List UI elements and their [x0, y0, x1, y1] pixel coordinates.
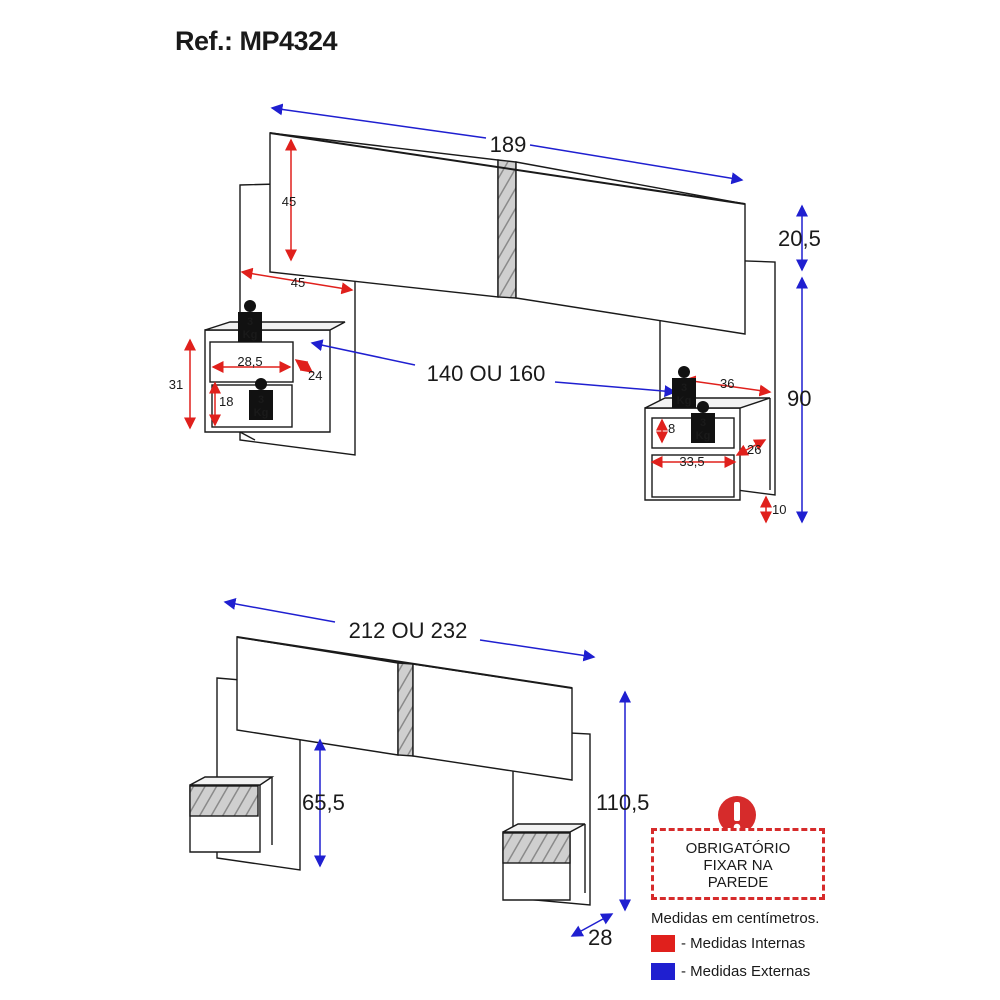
mirror-strip	[497, 159, 517, 299]
legend-label-internal: - Medidas Internas	[681, 935, 806, 952]
units-note: Medidas em centímetros.	[651, 910, 820, 927]
reference-title: Ref.: MP4324	[175, 26, 338, 56]
dim-left-drawer-depth: 24	[308, 368, 322, 383]
dim-right-drawer-height: 8	[668, 421, 675, 436]
legend-swatch-internal	[651, 935, 675, 952]
weight-tag-right-drawer: 3 Kg	[691, 401, 715, 443]
weight-tag-right-top: 3 Kg	[672, 366, 696, 408]
bottom-right-panel	[412, 663, 573, 781]
warning-line-1: OBRIGATÓRIO	[685, 840, 791, 857]
legend-external: - Medidas Externas	[651, 963, 810, 980]
dim-right-inner-width: 33,5	[679, 454, 704, 469]
wall-mount-warning: OBRIGATÓRIO FIXAR NA PAREDE	[651, 828, 825, 900]
svg-text:Kg: Kg	[677, 395, 692, 407]
right-headboard-panel	[515, 161, 746, 335]
dim-right-width: 36	[720, 376, 734, 391]
dim-left-drawer-width: 28,5	[237, 354, 262, 369]
bottom-left-nightstand	[189, 776, 275, 853]
dim-panel-height: 45	[282, 194, 296, 209]
dim-width-total: 189	[490, 132, 527, 157]
dim-right-depth: 26	[747, 442, 761, 457]
dim-bottom-total-height: 110,5	[596, 790, 649, 815]
top-internal-dims	[184, 138, 772, 524]
weight-tag-left-niche: 3 Kg	[249, 378, 273, 420]
left-nightstand	[204, 321, 346, 441]
left-headboard-panel	[269, 132, 499, 298]
warning-line-3: PAREDE	[707, 874, 769, 891]
warning-line-2: FIXAR NA	[703, 857, 773, 874]
bottom-right-nightstand	[502, 823, 586, 901]
bottom-mirror-strip	[397, 662, 414, 757]
svg-text:Kg: Kg	[254, 407, 269, 419]
weight-tag-left-top: 3 Kg	[238, 300, 262, 342]
dim-nightstand-height: 65,5	[302, 790, 345, 815]
legend-swatch-external	[651, 963, 675, 980]
svg-text:3: 3	[258, 394, 264, 406]
dim-bed-width: 140 OU 160	[427, 361, 546, 386]
dim-side-panel-width: 45	[291, 275, 305, 290]
dim-left-niche-height: 18	[219, 394, 233, 409]
dim-right-clearance: 10	[772, 502, 786, 517]
dim-depth: 28	[588, 925, 612, 950]
svg-text:Kg: Kg	[243, 329, 258, 341]
bottom-external-dims	[223, 597, 631, 937]
dim-left-outer-height: 31	[169, 377, 183, 392]
svg-text:Kg: Kg	[696, 430, 711, 442]
legend-label-external: - Medidas Externas	[681, 963, 811, 980]
legend-internal: - Medidas Internas	[651, 935, 805, 952]
dim-total-width: 212 OU 232	[349, 618, 468, 643]
dim-panel-offset: 20,5	[778, 226, 821, 251]
svg-text:3: 3	[681, 382, 687, 394]
svg-text:3: 3	[700, 417, 706, 429]
top-external-dims	[270, 103, 808, 524]
svg-text:3: 3	[247, 316, 253, 328]
dim-total-height: 90	[787, 386, 811, 411]
